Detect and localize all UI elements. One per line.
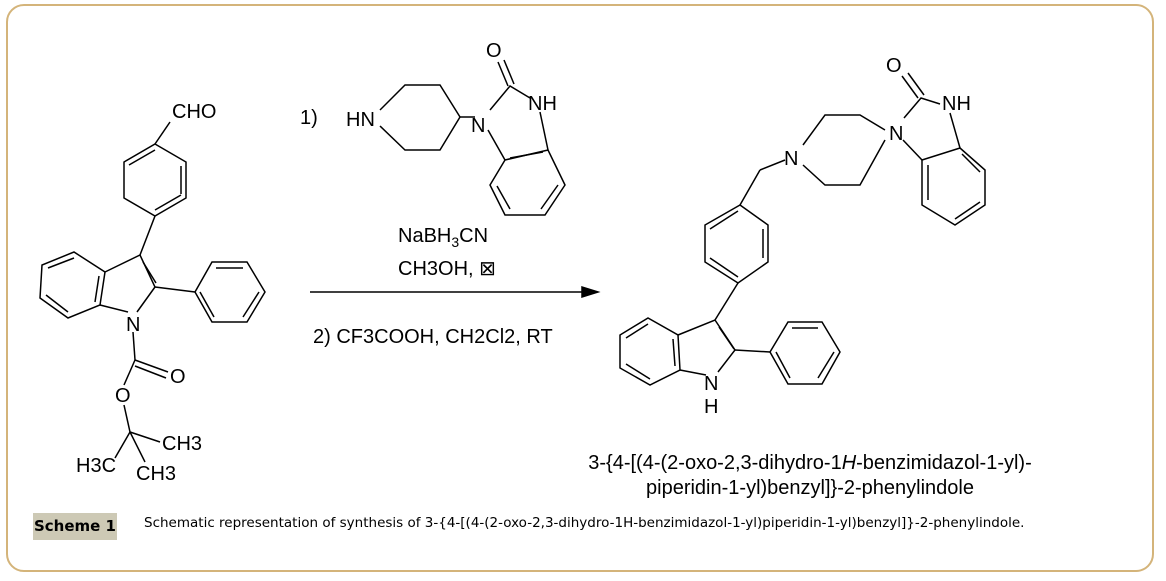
product-name-line-2: piperidin-1-yl)benzyl]}-2-phenylindole [646,477,974,499]
name-part: -benzimidazol-1-yl)- [856,452,1032,474]
o-label: O [170,366,186,388]
condition-reductant: NaBH3CN [398,225,488,250]
n-label: N [471,115,485,137]
nh-label: NH [942,93,971,115]
caption-text: Schematic representation of synthesis of… [144,515,1025,531]
o-label: O [115,385,131,407]
cho-label: CHO [172,101,216,123]
nh-label: NH [528,93,557,115]
figure-frame [6,4,1154,572]
condition-solvent: CH3OH, ⊠ [398,258,496,280]
product-structure: O NH N N N H [619,55,986,418]
name-italic-h: H [841,452,857,474]
h3c-label: H3C [76,455,116,477]
indole-h-label: H [704,396,718,418]
product-name-line-1: 3-{4-[(4-(2-oxo-2,3-dihydro-1H-benzimida… [560,452,1060,475]
o-label: O [486,40,502,62]
hn-label: HN [346,109,375,131]
name-part: 3-{4-[(4-(2-oxo-2,3-dihydro-1 [588,452,842,474]
ch3-label: CH3 [136,463,176,485]
reagent-structure: 1) HN N NH O [300,40,566,216]
o-label: O [886,55,902,77]
reactant-structure: CHO N O O CH3 H3C CH3 [39,101,266,485]
step-1-label: 1) [300,107,318,129]
indole-n-label: N [704,373,718,395]
condition-step-2: 2) CF3COOH, CH2Cl2, RT [313,326,553,348]
caption-label: Scheme 1 [33,513,117,540]
n-label: N [126,314,140,336]
n-label: N [889,123,903,145]
reaction-arrow [310,285,601,299]
ch3-label: CH3 [162,433,202,455]
n-label: N [784,148,798,170]
